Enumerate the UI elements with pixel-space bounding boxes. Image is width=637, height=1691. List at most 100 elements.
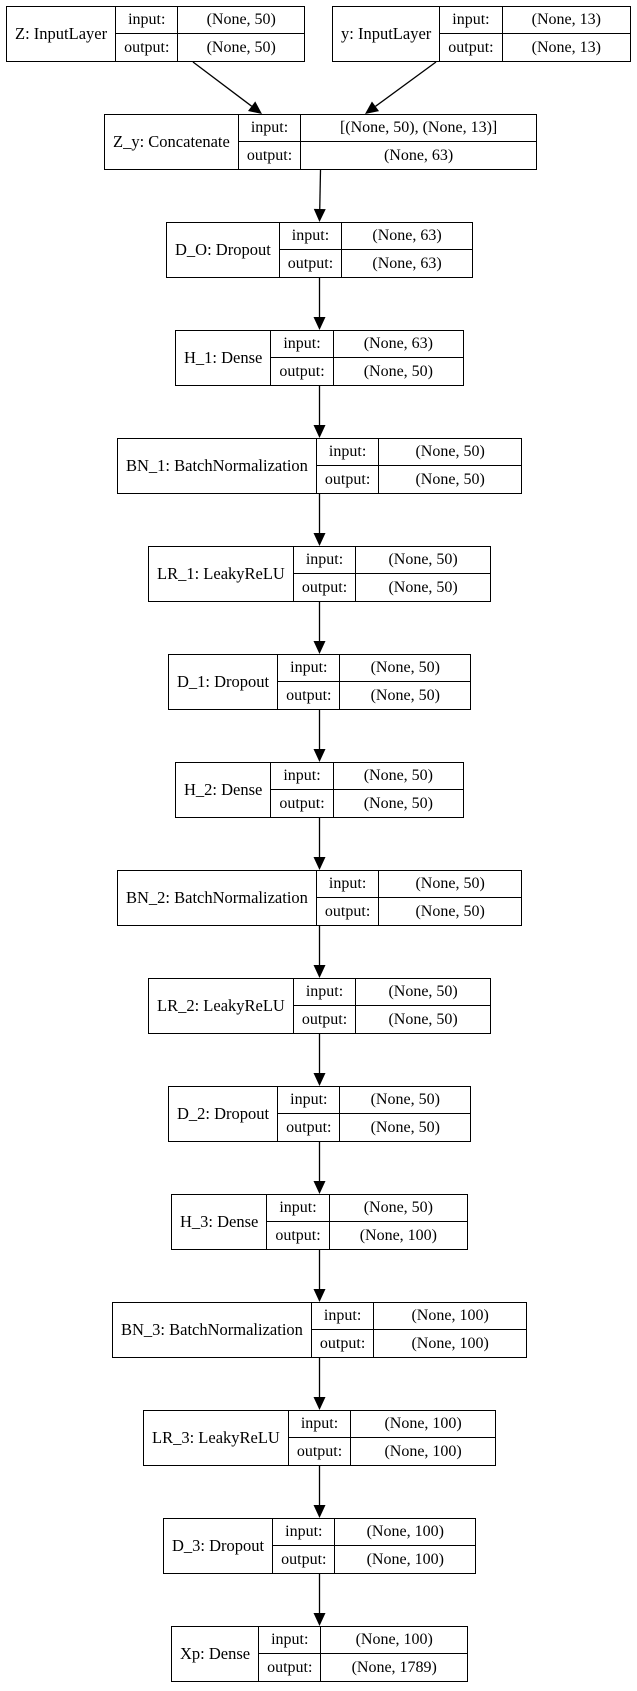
input-shape: (None, 100): [321, 1627, 467, 1654]
io-value-column: (None, 50)(None, 50): [356, 979, 490, 1033]
output-label: output:: [301, 578, 348, 596]
input-shape: (None, 100): [335, 1519, 475, 1546]
io-label-column: input: output:: [116, 7, 179, 61]
input-label: input:: [267, 1195, 329, 1222]
output-label: output:: [124, 38, 170, 56]
input-label: input:: [278, 1087, 340, 1114]
input-shape: (None, 50): [333, 763, 463, 790]
output-shape: (None, 100): [384, 1442, 462, 1460]
io-value-column: [(None, 50), (None, 13)] (None, 63): [301, 115, 536, 169]
input-label: input:: [288, 1411, 351, 1438]
output-shape: (None, 50): [415, 470, 485, 488]
input-shape: (None, 63): [333, 331, 463, 358]
layer-name: H_2: Dense: [176, 763, 272, 817]
layer-name: LR_2: LeakyReLU: [149, 979, 294, 1033]
input-shape: (None, 50): [340, 1087, 470, 1114]
arrowhead-h2-bn2: [313, 857, 326, 870]
arrowhead-z-zy: [248, 101, 262, 114]
output-shape: (None, 50): [206, 38, 276, 56]
edge-zy-d0: [319, 169, 322, 210]
output-label: output:: [287, 254, 334, 272]
output-shape: (None, 63): [383, 146, 454, 164]
input-label: input:: [259, 1627, 321, 1654]
layer-name: Z: InputLayer: [7, 7, 117, 61]
arrowhead-zy-d0: [313, 208, 326, 222]
io-value-column: (None, 50)(None, 100): [329, 1195, 467, 1249]
arrowhead-lr1-d1: [313, 641, 326, 654]
output-label: output:: [246, 146, 293, 164]
output-label: output:: [319, 1334, 366, 1352]
io-value-column: (None, 50)(None, 50): [340, 1087, 470, 1141]
io-value-column: (None, 50)(None, 50): [356, 547, 490, 601]
io-label-column: input:output:: [316, 871, 380, 925]
input-label: input:: [271, 763, 333, 790]
input-label: input:: [311, 1303, 374, 1330]
output-label: output:: [286, 1118, 332, 1136]
output-label: output:: [296, 1442, 343, 1460]
input-shape: (None, 50): [356, 547, 490, 574]
arrowhead-h3-bn3: [313, 1289, 326, 1302]
input-shape: (None, 50): [379, 439, 521, 466]
input-label: input:: [278, 655, 340, 682]
io-label-column: input:output:: [440, 7, 503, 61]
arrowhead-bn2-lr2: [313, 965, 326, 978]
io-value-column: (None, 100) (None, 100): [335, 1519, 475, 1573]
io-label-column: input: output:: [238, 115, 302, 169]
input-shape: (None, 100): [351, 1411, 495, 1438]
output-shape: (None, 50): [363, 794, 433, 812]
input-label: input:: [238, 115, 301, 142]
input-shape: (None, 50): [329, 1195, 467, 1222]
arrowhead-d1-h2: [313, 749, 326, 762]
output-shape: (None, 1789): [351, 1658, 437, 1676]
arrowhead-bn3-lr3: [313, 1397, 326, 1410]
io-value-column: (None, 13)(None, 13): [502, 7, 630, 61]
input-label: input:: [116, 7, 178, 34]
io-label-column: input:output:: [279, 223, 343, 277]
layer-name: BN_1: BatchNormalization: [118, 439, 317, 493]
input-label: input:: [271, 331, 333, 358]
edge-y-zy: [375, 61, 437, 107]
output-label: output:: [275, 1226, 321, 1244]
layer-name: H_3: Dense: [172, 1195, 268, 1249]
layer-name: LR_3: LeakyReLU: [144, 1411, 289, 1465]
io-label-column: input: output:: [267, 1195, 330, 1249]
input-shape: (None, 50): [379, 871, 521, 898]
io-value-column: (None, 50) (None, 50): [379, 439, 521, 493]
output-shape: (None, 100): [366, 1550, 444, 1568]
io-label-column: input:output:: [278, 655, 341, 709]
output-shape: (None, 100): [411, 1334, 489, 1352]
input-label: input:: [440, 7, 502, 34]
input-shape: (None, 50): [356, 979, 490, 1006]
io-label-column: input: output:: [288, 1411, 352, 1465]
io-label-column: input: output:: [278, 1087, 341, 1141]
input-shape: [(None, 50), (None, 13)]: [301, 115, 536, 142]
io-value-column: (None, 100) (None, 100): [351, 1411, 495, 1465]
layer-name: y: InputLayer: [333, 7, 441, 61]
arrowhead-lr2-d2: [313, 1073, 326, 1086]
io-label-column: input: output:: [311, 1303, 375, 1357]
output-label: output:: [267, 1658, 313, 1676]
output-label: output:: [279, 362, 325, 380]
input-shape: (None, 50): [340, 655, 470, 682]
layer-name: D_2: Dropout: [169, 1087, 279, 1141]
input-shape: (None, 50): [178, 7, 304, 34]
output-shape: (None, 50): [370, 686, 440, 704]
layer-name: BN_3: BatchNormalization: [113, 1303, 312, 1357]
layer-name: BN_2: BatchNormalization: [118, 871, 317, 925]
io-value-column: (None, 100) (None, 1789): [321, 1627, 467, 1681]
